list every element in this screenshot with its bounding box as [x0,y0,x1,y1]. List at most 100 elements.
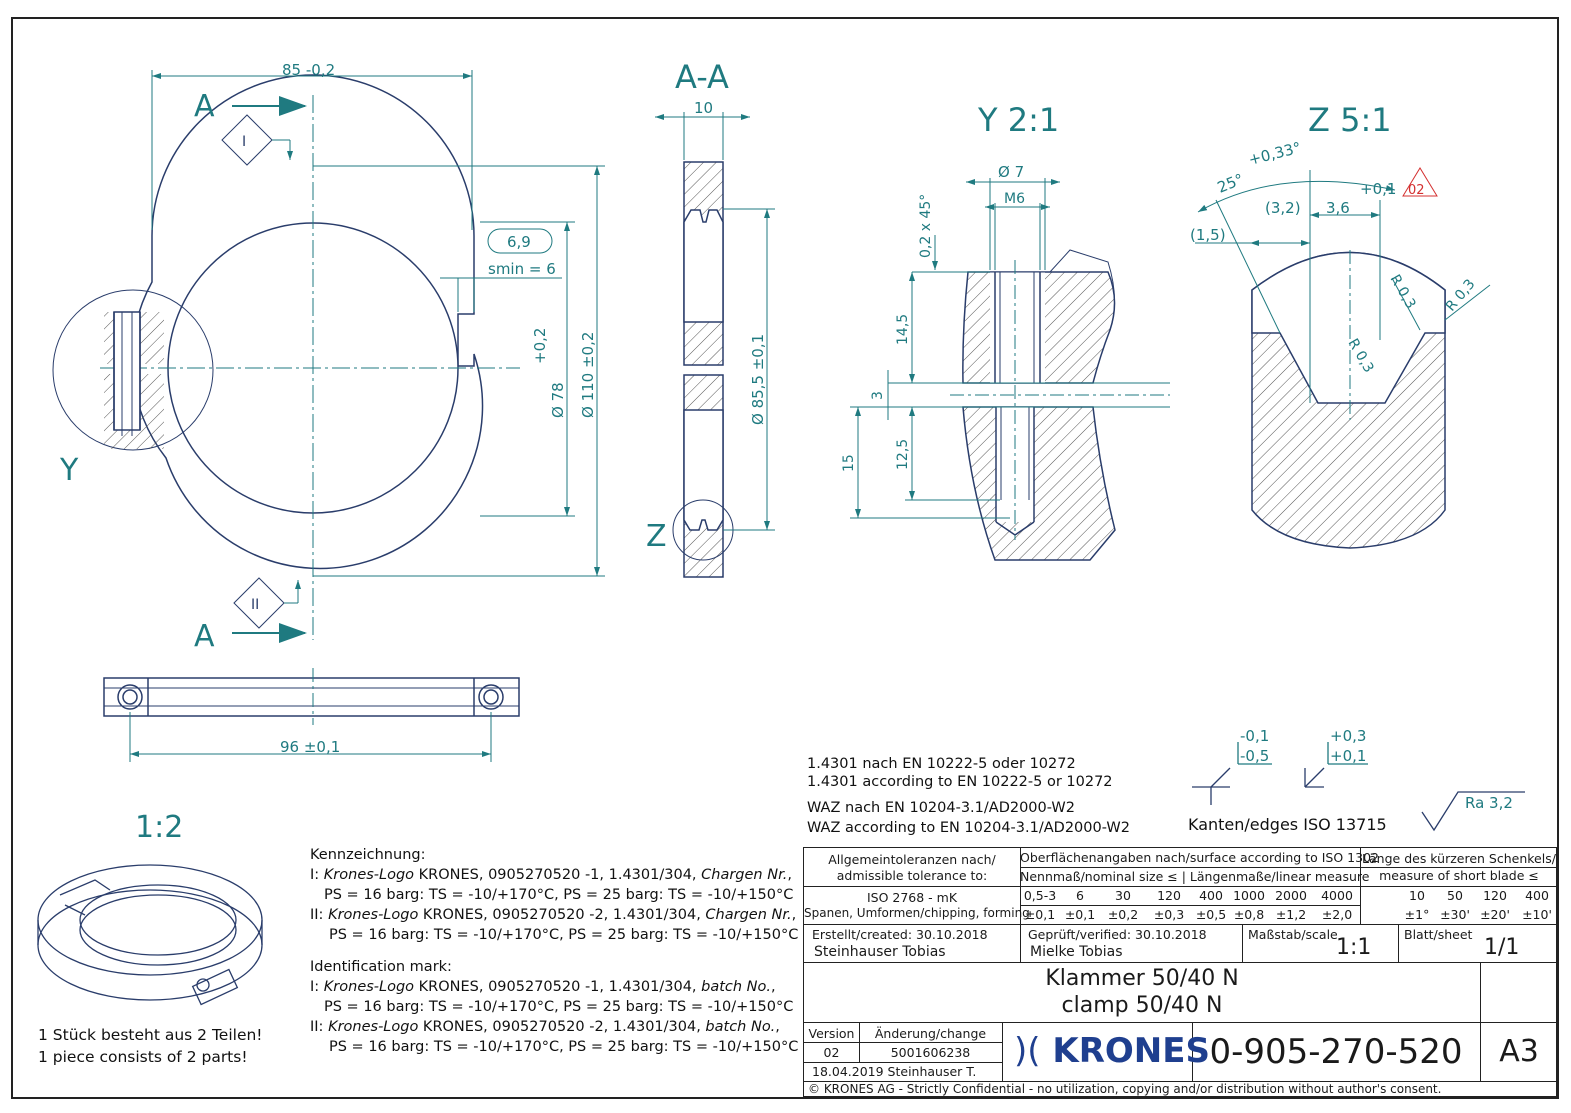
sheet-label: Blatt/sheet [1404,927,1473,942]
angle-tol-cell: ±1° [1404,907,1430,922]
version-label: Version [808,1026,855,1041]
tol-cell: ±2,0 [1321,907,1353,922]
revision-marker: 02 [1408,183,1425,198]
marking-heading-en: Identification mark: [310,959,452,975]
size-cell: 4000 [1321,888,1353,903]
detail-label-z: Z [646,519,667,554]
size-cell: 0,5-3 [1023,888,1057,903]
short-blade-head-2: measure of short blade ≤ [1379,868,1539,883]
marking-de-2-ps: PS = 16 barg: TS = -10/+170°C, PS = 25 b… [329,927,799,943]
edge-tol-inner2: +0,1 [1330,747,1366,765]
size-cell: 30 [1115,888,1131,903]
angle-size-cell: 400 [1525,888,1549,903]
marking-en-2: II: Krones-Logo KRONES, 0905270520 -2, 1… [310,1019,780,1035]
main-dimensions [151,70,605,643]
scale-label: Maßstab/scale [1248,927,1338,942]
tol-cell: ±0,8 [1233,907,1265,922]
detail-z-dim-b: 3,6 [1326,199,1350,217]
scale-value: 1:1 [1336,935,1372,960]
detail-y-depth2: 12,5 [895,439,911,470]
angle-size-cell: 120 [1483,888,1507,903]
detail-y-depth3: 15 [841,454,857,472]
isometric-view [37,864,263,1006]
edges-label: Kanten/edges ISO 13715 [1188,815,1387,834]
marking-heading-de: Kennzeichnung: [310,847,426,863]
krones-logo: )( KRONES [1014,1032,1210,1070]
krones-logo-text: KRONES [1052,1031,1210,1071]
gen-tol-std: ISO 2768 - mK [866,890,958,905]
title-en: clamp 50/40 N [1061,993,1223,1018]
material-note-4: WAZ according to EN 10204-3.1/AD2000-W2 [807,820,1130,836]
section-dim-groove: Ø 85,5 ±0,1 [749,334,767,425]
detail-z-view [1251,251,1446,549]
parts-note-en: 1 piece consists of 2 parts! [38,1048,248,1066]
marking-en-2-ps: PS = 16 barg: TS = -10/+170°C, PS = 25 b… [329,1039,799,1055]
change-label: Änderung/change [874,1026,987,1041]
iso-scale: 1:2 [135,810,184,845]
detail-y-chamfer: 0,2 x 45° [918,194,934,258]
size-cell: 1000 [1233,888,1265,903]
short-blade-head-1: Länge des kürzeren Schenkels/ [1362,851,1556,866]
gen-tol-label-1: Allgemeintoleranzen nach/ [828,852,996,867]
angle-size-cell: 50 [1447,888,1463,903]
dim-inner-tol: +0,2 [531,328,549,364]
edge-tol-inner: +0,3 [1330,727,1366,745]
created-label: Erstellt/created: 30.10.2018 [812,927,988,942]
size-cell: 400 [1199,888,1223,903]
verified-label: Geprüft/verified: 30.10.2018 [1028,927,1207,942]
parts-note-de: 1 Stück besteht aus 2 Teilen! [38,1026,263,1044]
parts-note: 1 Stück besteht aus 2 Teilen! 1 piece co… [38,1024,263,1068]
detail-y-gap: 3 [870,391,886,400]
sheet-value: 1/1 [1484,935,1520,960]
angle-size-cell: 10 [1409,888,1425,903]
dim-outer: Ø 110 ±0,2 [579,332,597,418]
detail-z-dim-c: (1,5) [1190,226,1226,244]
marking-de-1: I: Krones-Logo KRONES, 0905270520 -1, 1.… [310,867,792,883]
section-dim-thickness: 10 [694,99,713,117]
detail-z-angle-tol: +0,33° [1247,138,1303,168]
confidential-note: © KRONES AG - Strictly Confidential - no… [808,1082,1442,1096]
size-cell: 2000 [1275,888,1307,903]
marking-block: Kennzeichnung: I: Krones-Logo KRONES, 09… [310,845,798,1057]
dim-holes: 96 ±0,1 [280,738,340,756]
detail-y-depth1: 14,5 [895,314,911,345]
detail-y-dia: Ø 7 [998,163,1024,181]
detail-y-title: Y 2:1 [977,101,1059,139]
title-de: Klammer 50/40 N [1045,966,1239,991]
section-view [672,161,734,578]
dim-smin: smin = 6 [488,260,556,278]
marking-en-1: I: Krones-Logo KRONES, 0905270520 -1, 1.… [310,979,776,995]
section-label-top: A [194,89,215,124]
tol-cell: ±0,2 [1107,907,1139,922]
size-cell: 6 [1076,888,1084,903]
dim-gap: 6,9 [507,233,531,251]
marker-i: I [242,134,246,150]
gen-tol-proc: Spanen, Umformen/chipping, forming [804,906,1030,920]
verified-by: Mielke Tobias [1030,944,1123,960]
krones-logo-icon: )( [1014,1031,1041,1071]
paper-format: A3 [1499,1034,1539,1069]
detail-label-y: Y [59,453,79,488]
material-note-1: 1.4301 nach EN 10222-5 oder 10272 [807,756,1076,772]
tol-cell: ±0,3 [1153,907,1185,922]
marking-de-1-ps: PS = 16 barg: TS = -10/+170°C, PS = 25 b… [324,887,794,903]
marker-ii: II [251,597,259,613]
section-label-bottom: A [194,619,215,654]
bottom-view [103,668,520,725]
marking-de-2: II: Krones-Logo KRONES, 0905270520 -2, 1… [310,907,797,923]
edge-tol-outer: -0,1 [1240,727,1269,745]
detail-z-dim-a: (3,2) [1265,199,1301,217]
tol-cell: ±0,1 [1064,907,1096,922]
detail-z-title: Z 5:1 [1308,101,1392,139]
dim-inner: Ø 78 [549,382,567,418]
marking-en-1-ps: PS = 16 barg: TS = -10/+170°C, PS = 25 b… [324,999,794,1015]
roughness: Ra 3,2 [1465,794,1513,812]
material-note-3: WAZ nach EN 10204-3.1/AD2000-W2 [807,800,1075,816]
change-date: 18.04.2019 Steinhauser T. [812,1064,977,1079]
drawing-frame [11,17,1559,1099]
created-by: Steinhauser Tobias [814,944,946,960]
detail-y-thread: M6 [1004,191,1025,207]
title-block: Allgemeintoleranzen nach/ admissible tol… [803,847,1558,1097]
